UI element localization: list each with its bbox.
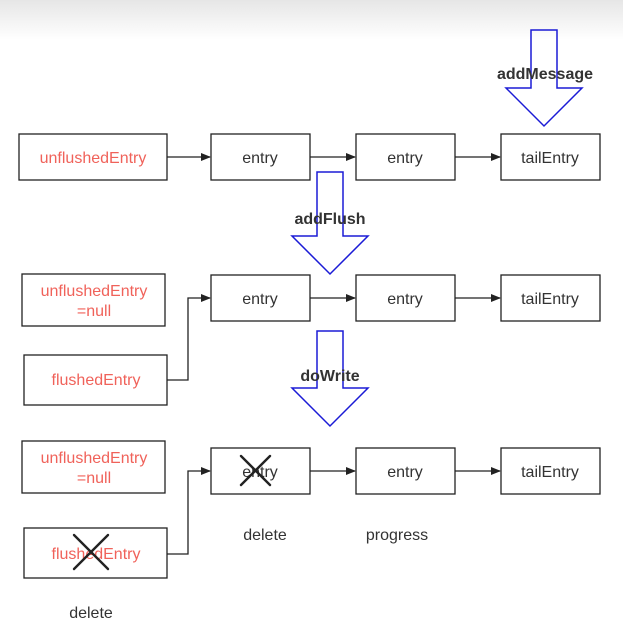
- unflushed-entry-null-line2: =null: [77, 470, 111, 487]
- delete-cross-icon: [72, 533, 110, 571]
- flushed-entry-box: [23, 354, 168, 406]
- entry-box-2: [355, 447, 456, 495]
- entry-box-1: [210, 133, 311, 181]
- tail-entry-label: tailEntry: [521, 464, 579, 481]
- tail-entry-box: [500, 133, 601, 181]
- add-flush-label: addFlush: [294, 211, 365, 228]
- entry-box-1: [210, 274, 311, 322]
- tail-entry-box: [500, 274, 601, 322]
- entry-label-1: entry: [242, 464, 278, 481]
- unflushed-entry-null-box: [21, 440, 166, 494]
- do-write-operation: doWrite: [290, 330, 370, 428]
- row-2: unflushedEntry =null flushedEntry entry …: [21, 273, 601, 406]
- unflushed-entry-box: [18, 133, 168, 181]
- entry-label-1: entry: [242, 150, 278, 167]
- tail-entry-box: [500, 447, 601, 495]
- delete-cross-icon: [239, 454, 272, 487]
- flushed-entry-label: flushedEntry: [52, 546, 141, 563]
- do-write-label: doWrite: [300, 368, 359, 385]
- flushed-entry-label: flushedEntry: [52, 372, 141, 389]
- entry-box-2: [355, 274, 456, 322]
- add-message-operation: addMessage: [497, 29, 593, 128]
- unflushed-entry-null-line2: =null: [77, 303, 111, 320]
- delete-flushed-note: delete: [69, 605, 113, 622]
- add-flush-down-arrow-icon: [290, 171, 370, 276]
- tail-entry-label: tailEntry: [521, 291, 579, 308]
- arrow-flushed-to-entry: [167, 467, 211, 555]
- row-1: unflushedEntry entry entry tailEntry: [18, 133, 601, 181]
- add-message-label: addMessage: [497, 66, 593, 83]
- entry-label-2: entry: [387, 150, 423, 167]
- top-bar: [0, 0, 623, 40]
- row-3: unflushedEntry =null flushedEntry entry …: [21, 440, 601, 622]
- add-message-down-arrow-icon: [504, 29, 584, 128]
- unflushed-entry-null-box: [21, 273, 166, 327]
- entry-box-1: [210, 447, 311, 495]
- tail-entry-label: tailEntry: [521, 150, 579, 167]
- unflushed-entry-null-line1: unflushedEntry: [41, 283, 148, 300]
- progress-note: progress: [366, 527, 428, 544]
- entry-box-2: [355, 133, 456, 181]
- add-flush-operation: addFlush: [290, 171, 370, 276]
- flushed-entry-box: [23, 527, 168, 579]
- entry-label-2: entry: [387, 291, 423, 308]
- entry-label-2: entry: [387, 464, 423, 481]
- do-write-down-arrow-icon: [290, 330, 370, 428]
- unflushed-entry-null-line1: unflushedEntry: [41, 450, 148, 467]
- unflushed-entry-label: unflushedEntry: [40, 150, 147, 167]
- arrow-flushed-to-entry: [167, 294, 211, 381]
- delete-entry-note: delete: [243, 527, 287, 544]
- entry-label-1: entry: [242, 291, 278, 308]
